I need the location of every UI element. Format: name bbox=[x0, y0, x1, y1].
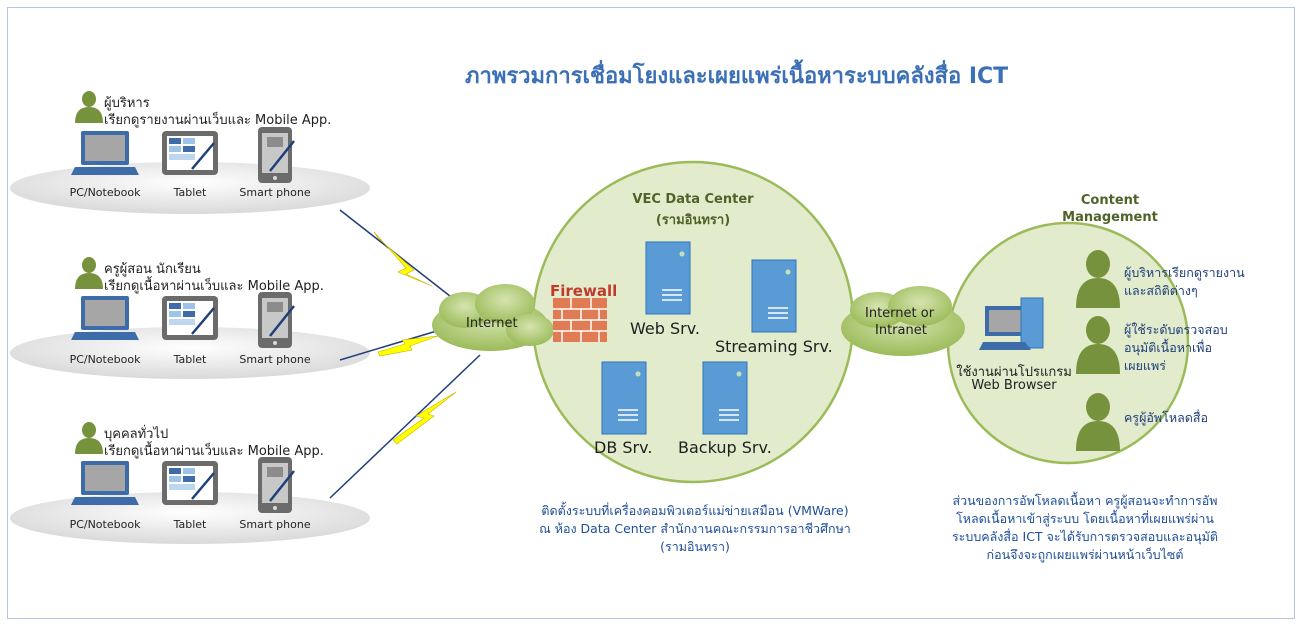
phone-icon bbox=[256, 455, 296, 515]
lightning-1 bbox=[373, 231, 433, 287]
group-1-desc: เรียกดูรายงานผ่านเว็บและ Mobile App. bbox=[104, 113, 332, 128]
group-3-title: บุคคลทั่วไป bbox=[104, 427, 169, 442]
device-label-tablet: Tablet bbox=[173, 186, 207, 199]
db-server-icon bbox=[601, 361, 647, 435]
pc-icon bbox=[71, 461, 139, 505]
group-2-title: ครูผู้สอน นักเรียน bbox=[104, 262, 201, 277]
web-server-icon bbox=[645, 241, 691, 315]
streaming-server-icon bbox=[751, 259, 797, 333]
content-caption-line-3: ระบบคลังสื่อ ICT จะได้รับการตรวจสอบและอน… bbox=[951, 529, 1219, 544]
web-server-label: Web Srv. bbox=[630, 319, 701, 338]
pc-icon bbox=[71, 296, 139, 340]
group-1-title: ผู้บริหาร bbox=[104, 96, 150, 111]
role-report-viewer-line-1: ผู้บริหารเรียกดูรายงาน bbox=[1124, 265, 1245, 280]
person-icon-public bbox=[75, 422, 103, 454]
diagram-frame bbox=[7, 7, 1295, 619]
data-center-caption-line-3: (รามอินทรา) bbox=[660, 539, 730, 554]
workstation-icon bbox=[979, 297, 1044, 350]
group-3-desc: เรียกดูเนื้อหาผ่านเว็บและ Mobile App. bbox=[104, 444, 324, 459]
data-center-caption-line-2: ณ ห้อง Data Center สำนักงานคณะกรรมการอาช… bbox=[539, 521, 851, 536]
role-report-viewer-line-2: และสถิติต่างๆ bbox=[1124, 283, 1198, 298]
backup-server-icon bbox=[702, 361, 748, 435]
db-server-label: DB Srv. bbox=[594, 438, 653, 457]
internet-cloud bbox=[432, 284, 554, 351]
role-approver-line-3: เผยแพร่ bbox=[1124, 358, 1166, 373]
data-center-caption-line-1: ติดตั้งระบบที่เครื่องคอมพิวเตอร์แม่ข่ายเ… bbox=[541, 503, 849, 518]
role-uploader-line-1: ครูผู้อัพโหลดสื่อ bbox=[1124, 410, 1209, 425]
internet-label: Internet bbox=[466, 316, 518, 331]
phone-icon bbox=[256, 125, 296, 185]
group-2-desc: เรียกดูเนื้อหาผ่านเว็บและ Mobile App. bbox=[104, 279, 324, 294]
data-center-title: VEC Data Center bbox=[632, 192, 754, 207]
content-management-title-2: Management bbox=[1062, 210, 1158, 225]
device-label-pc: PC/Notebook bbox=[69, 518, 141, 531]
firewall-label: Firewall bbox=[550, 282, 618, 300]
device-label-phone: Smart phone bbox=[239, 518, 311, 531]
intranet-cloud bbox=[841, 286, 965, 356]
lightning-2 bbox=[377, 335, 439, 357]
device-label-phone: Smart phone bbox=[239, 186, 311, 199]
content-caption-line-1: ส่วนของการอัพโหลดเนื้อหา ครูผู้สอนจะทำกา… bbox=[952, 493, 1218, 508]
tablet-icon bbox=[160, 459, 220, 507]
data-center-subtitle: (รามอินทรา) bbox=[655, 213, 731, 228]
firewall-icon bbox=[553, 298, 607, 342]
intranet-label-2: Intranet bbox=[875, 323, 927, 338]
browser-label-1: ใช้งานผ่านโปรแกรม bbox=[956, 365, 1072, 380]
device-label-tablet: Tablet bbox=[173, 518, 207, 531]
role-approver-line-1: ผู้ใช้ระดับตรวจสอบ bbox=[1124, 322, 1228, 337]
link-line-2 bbox=[339, 329, 441, 361]
role-approver-line-2: อนุมัติเนื้อหาเพื่อ bbox=[1124, 340, 1213, 355]
person-icon-executive bbox=[75, 91, 103, 123]
lightning-3 bbox=[392, 391, 457, 445]
streaming-server-label: Streaming Srv. bbox=[715, 337, 833, 356]
backup-server-label: Backup Srv. bbox=[678, 438, 772, 457]
device-label-phone: Smart phone bbox=[239, 353, 311, 366]
pc-icon bbox=[71, 131, 139, 175]
device-label-pc: PC/Notebook bbox=[69, 353, 141, 366]
page-title: ภาพรวมการเชื่อมโยงและเผยแพร่เนื้อหาระบบค… bbox=[465, 64, 1009, 89]
browser-label-2: Web Browser bbox=[971, 378, 1057, 393]
person-icon-teacher-student bbox=[75, 257, 103, 289]
intranet-label-1: Internet or bbox=[865, 306, 935, 321]
device-label-tablet: Tablet bbox=[173, 353, 207, 366]
content-caption-line-4: ก่อนจึงจะถูกเผยแพร่ผ่านหน้าเว็บไซต์ bbox=[986, 547, 1184, 562]
content-management-title-1: Content bbox=[1080, 193, 1140, 208]
phone-icon bbox=[256, 290, 296, 350]
link-line-3 bbox=[329, 354, 481, 499]
tablet-icon bbox=[160, 129, 220, 177]
tablet-icon bbox=[160, 294, 220, 342]
device-label-pc: PC/Notebook bbox=[69, 186, 141, 199]
content-caption-line-2: โหลดเนื้อหาเข้าสู่ระบบ โดยเนื้อหาที่เผยแ… bbox=[956, 511, 1214, 526]
